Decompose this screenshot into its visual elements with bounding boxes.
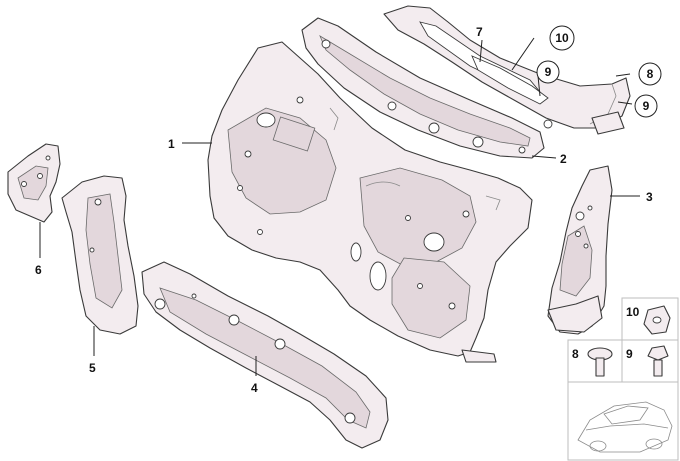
part-5-left-bracket bbox=[61, 175, 139, 335]
legend-box-10: 10 bbox=[621, 297, 679, 341]
callout-5: 5 bbox=[89, 361, 96, 375]
callout-10-circle: 10 bbox=[549, 25, 575, 51]
legend-label-8: 8 bbox=[572, 347, 579, 361]
legend-box-9: 9 bbox=[621, 339, 679, 383]
callout-9b-circle: 9 bbox=[634, 94, 658, 118]
part-1-bulkhead bbox=[207, 41, 533, 363]
callout-4: 4 bbox=[251, 381, 258, 395]
callout-1: 1 bbox=[168, 137, 175, 151]
part-6-left-upper-bracket bbox=[7, 143, 61, 223]
legend-box-8: 8 bbox=[567, 339, 623, 383]
callout-8-circle: 8 bbox=[638, 62, 662, 86]
callout-6: 6 bbox=[35, 263, 42, 277]
callout-8: 8 bbox=[647, 67, 654, 81]
part-3-side-bracket bbox=[547, 165, 613, 335]
callout-2: 2 bbox=[560, 152, 567, 166]
callout-3: 3 bbox=[646, 190, 653, 204]
callout-9a-circle: 9 bbox=[536, 60, 560, 84]
callout-9-right: 9 bbox=[643, 99, 650, 113]
callout-7: 7 bbox=[476, 25, 483, 39]
car-icon bbox=[577, 401, 673, 453]
leader-lines bbox=[39, 37, 640, 376]
legend-label-10: 10 bbox=[626, 305, 640, 319]
legend-label-9: 9 bbox=[626, 347, 633, 361]
callout-10: 10 bbox=[555, 31, 569, 45]
vehicle-thumbnail bbox=[567, 381, 679, 461]
bolt-icon bbox=[647, 345, 669, 361]
part-4-lower-member bbox=[141, 261, 389, 449]
callout-9-upper: 9 bbox=[545, 65, 552, 79]
part-2-upper-cowl bbox=[301, 17, 545, 159]
